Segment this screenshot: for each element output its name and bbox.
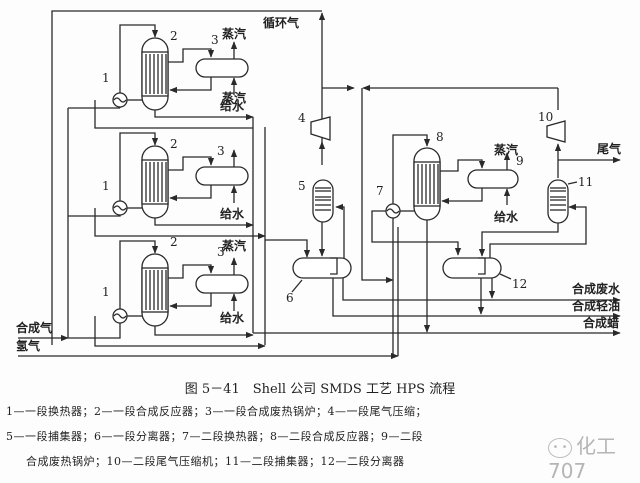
- recycle-gas-line: [51, 10, 322, 345]
- label-12: 12: [512, 277, 527, 291]
- label-10: 10: [538, 110, 553, 124]
- tail-gas-label: 尾气: [597, 141, 621, 156]
- label-5: 5: [298, 179, 306, 193]
- wax-label: 合成蜡: [583, 315, 619, 330]
- label-7: 7: [376, 184, 384, 198]
- label-4: 4: [298, 111, 306, 125]
- process-flow-diagram: 循环气 合成气 氢气 蒸汽 给水 2 3 1: [16, 10, 621, 360]
- separator-12-icon: [442, 257, 502, 279]
- feed-water-label: 给水: [220, 310, 245, 325]
- hydrogen-label: 氢气: [16, 338, 40, 353]
- catcher-5-icon: [312, 179, 334, 223]
- feed-water-label: 给水: [494, 209, 519, 224]
- label-3: 3: [211, 33, 219, 47]
- svg-text:2: 2: [170, 235, 178, 249]
- legend-line-1: 1—一段换热器；2—一段合成反应器；3—一段合成废热锅炉；4—一段尾气压缩；: [6, 405, 427, 418]
- light-oil-label: 合成轻油: [572, 298, 620, 313]
- waste-heat-boiler-9-icon: [467, 169, 519, 189]
- svg-text:1: 1: [102, 285, 110, 299]
- separator-6-icon: [292, 257, 352, 279]
- stage1-effluent-to-separator: [265, 239, 311, 258]
- legend-line-3: 合成废热锅炉；10—二段尾气压缩机；11—二段捕集器；12—二段分离器: [26, 455, 405, 468]
- recycle-gas-label: 循环气: [263, 15, 299, 30]
- svg-text:1: 1: [102, 179, 110, 193]
- label-6: 6: [286, 291, 294, 305]
- waste-water-line: [342, 278, 621, 304]
- stage1-train-middle: 蒸汽 给水 2 3 1: [68, 90, 266, 240]
- label-8: 8: [436, 130, 444, 144]
- steam-label: 蒸汽: [494, 142, 518, 157]
- compressor-10-icon: [546, 120, 566, 143]
- waste-heat-boiler-3-icon: [195, 58, 249, 78]
- label-2: 2: [170, 29, 178, 43]
- light-oil-line: [332, 278, 621, 320]
- figure-caption: 图 5－41 Shell 公司 SMDS 工艺 HPS 流程: [184, 382, 456, 397]
- stage1-train-bottom: 蒸汽 给水 2 3 1: [68, 235, 266, 350]
- svg-text:3: 3: [217, 245, 225, 259]
- syngas-label: 合成气: [16, 320, 52, 335]
- label-1: 1: [102, 71, 110, 85]
- feed-water-label: 给水: [220, 206, 245, 221]
- waste-water-label: 合成废水: [572, 281, 621, 296]
- svg-text:2: 2: [170, 137, 178, 151]
- watermark-text: 化工707: [548, 434, 616, 483]
- compressor-4-icon: [310, 116, 331, 141]
- label-9: 9: [516, 154, 524, 168]
- catcher-11-icon: [547, 179, 569, 224]
- steam-label: 蒸汽: [222, 90, 246, 105]
- legend-line-2: 5—一段捕集器；6—一段分离器；7—二段换热器；8—二段合成反应器；9—二段: [6, 430, 423, 443]
- stage1-train-top: 蒸汽 给水 2 3 1: [68, 24, 254, 129]
- label-11: 11: [578, 175, 593, 189]
- feed-water-label: 给水: [220, 98, 245, 113]
- steam-label: 蒸汽: [222, 26, 246, 41]
- watermark: • •化工707: [548, 430, 640, 483]
- steam-label: 蒸汽: [222, 238, 246, 253]
- svg-text:3: 3: [217, 144, 225, 158]
- wechat-icon: • •: [548, 437, 572, 458]
